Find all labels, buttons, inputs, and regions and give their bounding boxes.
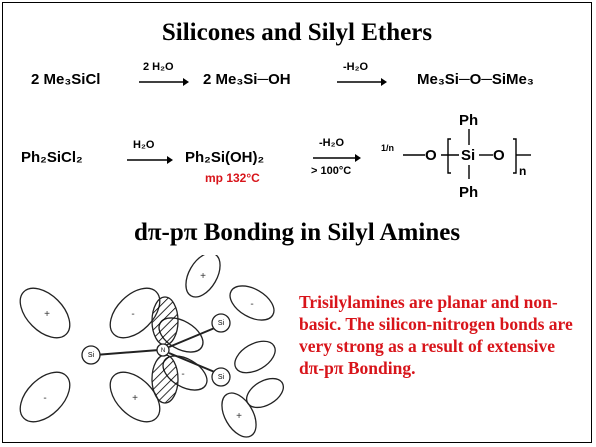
section-title: dπ-pπ Bonding in Silyl Amines (133, 219, 461, 246)
phase-sign: + (200, 271, 206, 282)
phase-sign: - (250, 299, 253, 310)
reaction1-reactant: 2 Me₃SiCl (31, 71, 101, 88)
orbital-lobe (234, 340, 276, 374)
si-atom (211, 367, 231, 387)
polymer-o-right: O (493, 147, 505, 164)
n-p-orbital-upper (151, 296, 179, 346)
polymer-ph-bottom: Ph (459, 184, 478, 201)
orbital-lobe (229, 285, 275, 321)
n-atom (156, 343, 170, 357)
phase-sign: - (131, 309, 134, 320)
phase-sign: - (181, 369, 184, 380)
reaction1-intermediate: 2 Me₃Si─OH (203, 71, 291, 88)
slide-title: Silicones and Silyl Ethers (161, 19, 433, 46)
si-atom (211, 313, 231, 333)
orbital-lobe (19, 287, 71, 339)
polymer-si: Si (461, 147, 475, 164)
reaction-arrow (313, 154, 361, 162)
polymer-structure: O Si Ph Ph O n (403, 112, 531, 201)
si-n-bond (168, 352, 218, 374)
orbital-lobe (221, 392, 257, 438)
phase-sign: + (132, 393, 138, 404)
orbital-lobe (185, 255, 221, 298)
si-n-bond (168, 326, 218, 348)
reaction2-intermediate: Ph₂Si(OH)₂ (185, 149, 265, 166)
slide: Silicones and Silyl Ethers 2 Me₃SiCl 2 H… (2, 2, 592, 443)
si-label: Si (218, 374, 225, 381)
reaction-arrow (127, 156, 173, 164)
reaction-arrow (139, 78, 189, 86)
polymer-prefix: 1/n (381, 143, 395, 153)
reaction1-step2-label: -H₂O (343, 61, 369, 73)
n-p-orbital-lower (151, 354, 179, 404)
polymer-o-left: O (425, 147, 437, 164)
reaction2-step2-label-bottom: > 100°C (311, 165, 352, 177)
si-label: Si (88, 352, 95, 359)
si-label: Si (218, 320, 225, 327)
polymer-subscript: n (519, 164, 526, 178)
phase-sign: - (43, 393, 46, 404)
n-label: N (161, 348, 165, 354)
polymer-ph-top: Ph (459, 112, 478, 129)
orbital-lobe (109, 287, 161, 339)
description-text: Trisilylamines are planar and non-basic.… (299, 292, 573, 378)
orbital-lobe (246, 377, 284, 409)
reaction-arrow (337, 78, 387, 86)
reaction2-reactant: Ph₂SiCl₂ (21, 149, 83, 166)
orbital-lobe (19, 371, 71, 423)
si-n-bond (94, 349, 160, 356)
si-atom (81, 345, 101, 365)
reaction1-step1-label: 2 H₂O (143, 61, 174, 73)
reaction1-product: Me₃Si─O─SiMe₃ (417, 71, 534, 88)
phase-sign: + (236, 411, 242, 422)
orbital-lobe (109, 371, 161, 423)
melting-point-note: mp 132°C (205, 171, 260, 185)
orbital-diagram: Si Si Si N + - - + + - - + (19, 255, 284, 438)
phase-sign: + (44, 309, 50, 320)
reaction2-step1-label: H₂O (133, 139, 155, 151)
reaction2-step2-label-top: -H₂O (319, 137, 345, 149)
